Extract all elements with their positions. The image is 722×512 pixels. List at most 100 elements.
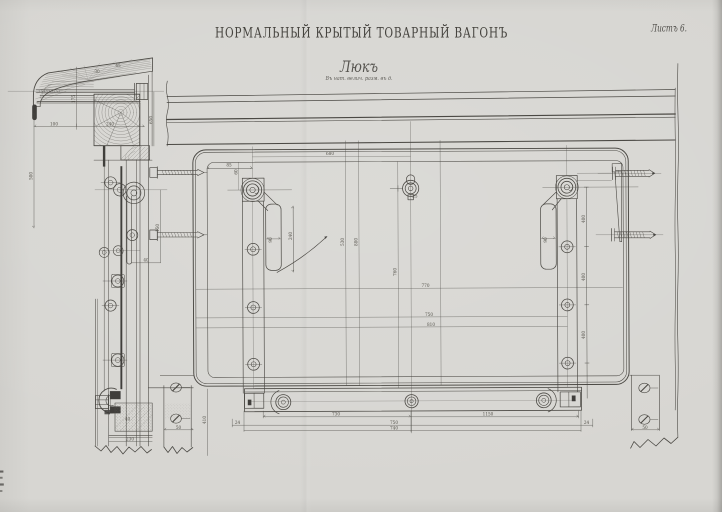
wood-block-hatched-shape-shape: [124, 147, 137, 160]
swing-arc: [276, 237, 326, 273]
through-bolt-shape: [135, 83, 149, 100]
plate-screw-shape: [638, 414, 651, 425]
lag-screw-left-top: [149, 166, 208, 179]
bottom-hinge-detail-shape: [104, 409, 110, 415]
door-edge-dark-upper: [102, 145, 106, 167]
dimension-lines-vertical-shape: [439, 140, 442, 386]
right-hinge-shape: [568, 183, 574, 192]
dimension-value: 680: [326, 151, 334, 156]
keeper-bar-shape: [611, 163, 622, 173]
right-hinge-shape: [556, 198, 559, 393]
plate-screw: [170, 382, 191, 393]
wood-block-rings-shape: [94, 94, 140, 146]
dimension-value: 24: [584, 420, 590, 425]
roof-band-shape: [166, 95, 676, 103]
side-plate-right: [629, 374, 660, 431]
dimension-value: 730: [332, 412, 340, 417]
plate-screw: [170, 413, 191, 424]
wall-section-view: [7, 57, 194, 455]
lag-screw-left-bottom-shape: [161, 232, 192, 238]
right-hinge-shape: [583, 186, 590, 399]
break-line-left2: [163, 446, 194, 454]
wood-block-rings-shape-shape: [120, 95, 140, 113]
plate-screw-shape: [172, 383, 180, 392]
bar-end-plate-right-shape: [571, 395, 576, 402]
dimension-lines: [32, 66, 660, 456]
right-hinge-shape: [576, 198, 578, 393]
dimension-value: 770: [422, 283, 430, 288]
right-hinge-shape: [555, 175, 579, 199]
bleed-marks-shape: [0, 470, 4, 473]
dimension-value: 240: [106, 122, 114, 127]
left-hinge-shape: [291, 205, 295, 273]
eave-iron-strip: [32, 104, 37, 121]
dimension-value: 100: [50, 122, 58, 127]
bleed-marks-shape: [0, 483, 4, 486]
wall-plate-plank-shape-shape: [47, 83, 94, 85]
dimension-lines-horizontal-shape: [196, 316, 568, 319]
dimension-value: 400: [581, 215, 586, 223]
wall-plate-plank-shape-shape: [39, 97, 135, 98]
roof-band-shape: [166, 139, 676, 146]
wall-plate-plank-shape-shape: [51, 81, 94, 82]
bleed-marks-shape: [0, 476, 3, 479]
dimension-value: 410: [202, 416, 207, 424]
wood-block-rings-shape-shape: [94, 99, 122, 113]
dimension-value: 50: [176, 425, 182, 430]
wood-block-rings-shape-shape: [117, 109, 125, 116]
dimension-value: 24: [235, 420, 241, 425]
sill-wood-block-shape: [115, 404, 153, 432]
dimension-value: 1150: [483, 412, 494, 417]
lag-screw-left-bottom-shape: [197, 231, 205, 239]
dimension-value: 500: [29, 172, 34, 180]
eave-section-shape-shape: [38, 72, 137, 91]
lag-screw-left-top-shape: [149, 167, 158, 178]
dimension-lines-horizontal: [195, 287, 623, 329]
dimension-value: 60: [233, 169, 238, 175]
wood-block-rings-shape-shape: [94, 94, 140, 142]
sill-wood-block: [108, 402, 153, 438]
lag-screw-right-top-shape: [617, 170, 646, 177]
lag-screw-right-top-shape: [652, 172, 656, 175]
wall-bolts-shape: [98, 247, 110, 258]
eave-section-shape-shape: [83, 65, 89, 81]
lag-screw-right-top: [597, 166, 662, 180]
bar-fitting-left-shape: [275, 394, 292, 411]
bleed-marks: [0, 470, 4, 492]
keeper-bar-shape: [614, 171, 621, 242]
lag-screw-left-top-shape: [197, 169, 205, 176]
wood-block-rings-shape-shape: [108, 99, 134, 126]
eave-section-shape-shape: [40, 66, 152, 85]
bar-fitting-center-shape: [409, 399, 414, 404]
sheet-number: Листъ 6.: [650, 24, 687, 35]
door-outline-inner: [206, 160, 625, 378]
plate-screw: [638, 414, 659, 425]
left-hinge-shape: [257, 200, 269, 211]
bar-fitting-center: [404, 394, 419, 409]
dimension-lines-shape: [231, 418, 594, 428]
left-hinge-shape: [266, 236, 281, 240]
bar-fitting-left-shape: [277, 396, 289, 408]
wood-block-hatched-shape-shape: [120, 145, 150, 160]
left-hinge-shape: [252, 146, 254, 389]
dimension-value: 240: [288, 232, 293, 240]
left-hinge-shape: [249, 186, 256, 193]
wood-block-rings-shape-shape: [98, 94, 140, 135]
right-hinge-shape: [563, 184, 570, 191]
eave-section-shape-shape: [43, 62, 151, 80]
dimension-lines-vertical-shape: [397, 161, 399, 389]
bottom-bar: [244, 386, 583, 415]
dimension-lines-horizontal-shape: [196, 326, 568, 329]
wall-edge-right: [630, 63, 679, 449]
bar-fitting-right: [535, 388, 557, 413]
bar-fitting-center-shape: [406, 396, 417, 406]
left-hinge-shape: [263, 191, 278, 206]
eave-section-shape-shape: [44, 60, 151, 78]
plate-screw-shape: [640, 415, 649, 424]
eave-section-shape-shape: [46, 59, 151, 76]
wall-bolts-shape-shape: [101, 250, 107, 255]
strap-bolts-right: [558, 240, 577, 370]
hinge-side-view: [94, 181, 168, 265]
